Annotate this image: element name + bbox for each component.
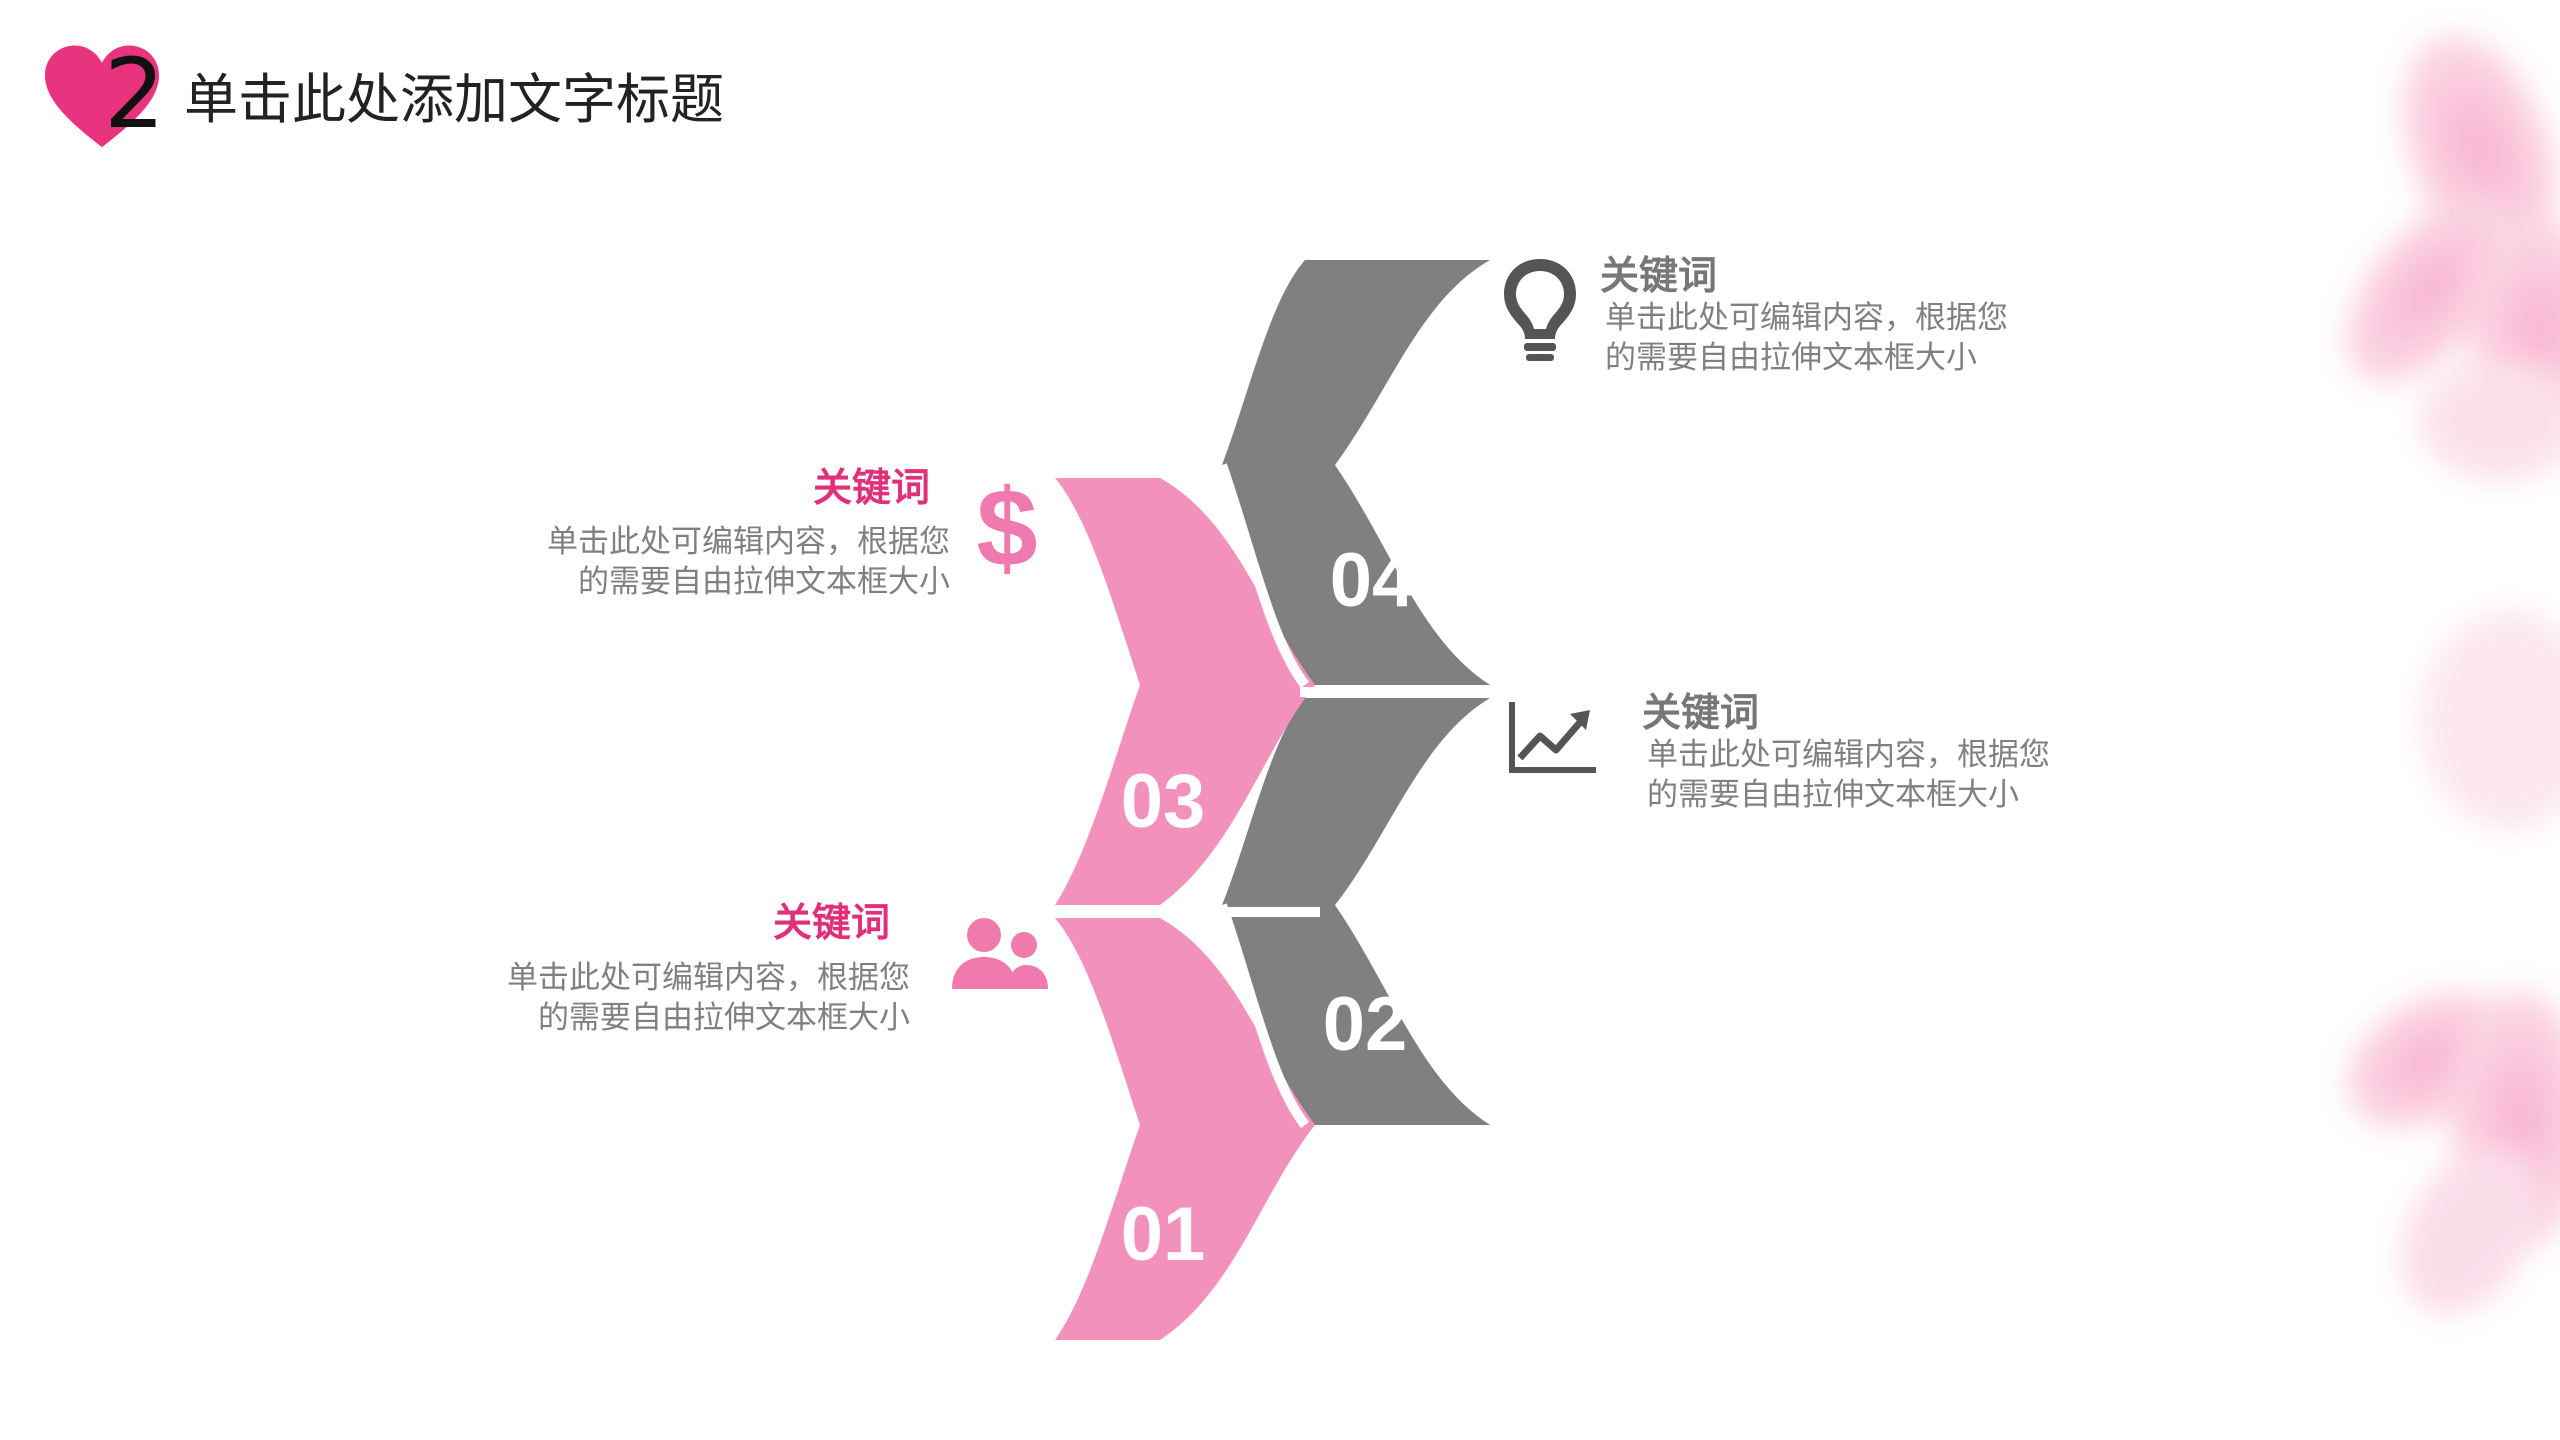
item-01-description: 单击此处可编辑内容，根据您 的需要自由拉伸文本框大小 bbox=[410, 958, 910, 1038]
item-04-desc-line1: 单击此处可编辑内容，根据您 bbox=[1605, 300, 2008, 336]
lightbulb-icon bbox=[1504, 259, 1576, 361]
item-01-title: 关键词 bbox=[772, 901, 890, 946]
item-02-description: 单击此处可编辑内容，根据您 的需要自由拉伸文本框大小 bbox=[1647, 735, 2050, 815]
item-03-desc-line1: 单击此处可编辑内容，根据您 bbox=[547, 524, 950, 560]
item-03-title: 关键词 bbox=[812, 466, 930, 511]
item-02-desc-line2: 的需要自由拉伸文本框大小 bbox=[1647, 777, 2019, 813]
flower-decoration bbox=[2345, 34, 2560, 1314]
step-04-shape bbox=[1222, 260, 1490, 685]
step-03-shape bbox=[1055, 478, 1315, 905]
dollar-icon: $ bbox=[976, 476, 1037, 584]
trend-chart-icon bbox=[1509, 702, 1596, 773]
step-01-shape bbox=[1055, 918, 1315, 1340]
item-02-title: 关键词 bbox=[1642, 691, 1760, 736]
step-03-number: 03 bbox=[1121, 759, 1206, 844]
item-04-desc-line2: 的需要自由拉伸文本框大小 bbox=[1605, 340, 1977, 376]
step-02-number: 02 bbox=[1323, 982, 1408, 1067]
item-02-desc-line1: 单击此处可编辑内容，根据您 bbox=[1647, 737, 2050, 773]
svg-text:$: $ bbox=[976, 476, 1037, 584]
item-04-title: 关键词 bbox=[1600, 254, 1718, 299]
item-03-desc-line2: 的需要自由拉伸文本框大小 bbox=[578, 564, 950, 600]
item-01-desc-line2: 的需要自由拉伸文本框大小 bbox=[538, 1000, 910, 1036]
step-04-number: 04 bbox=[1330, 538, 1415, 623]
heart-icon bbox=[44, 45, 160, 148]
section-number: 2 bbox=[104, 38, 166, 150]
item-01-desc-line1: 单击此处可编辑内容，根据您 bbox=[507, 960, 910, 996]
step-01-number: 01 bbox=[1121, 1192, 1206, 1277]
item-04-description: 单击此处可编辑内容，根据您 的需要自由拉伸文本框大小 bbox=[1605, 298, 2008, 378]
page-title: 单击此处添加文字标题 bbox=[184, 68, 724, 131]
users-icon bbox=[952, 918, 1048, 989]
item-03-description: 单击此处可编辑内容，根据您 的需要自由拉伸文本框大小 bbox=[450, 522, 950, 602]
step-02-shape bbox=[1222, 698, 1490, 1125]
